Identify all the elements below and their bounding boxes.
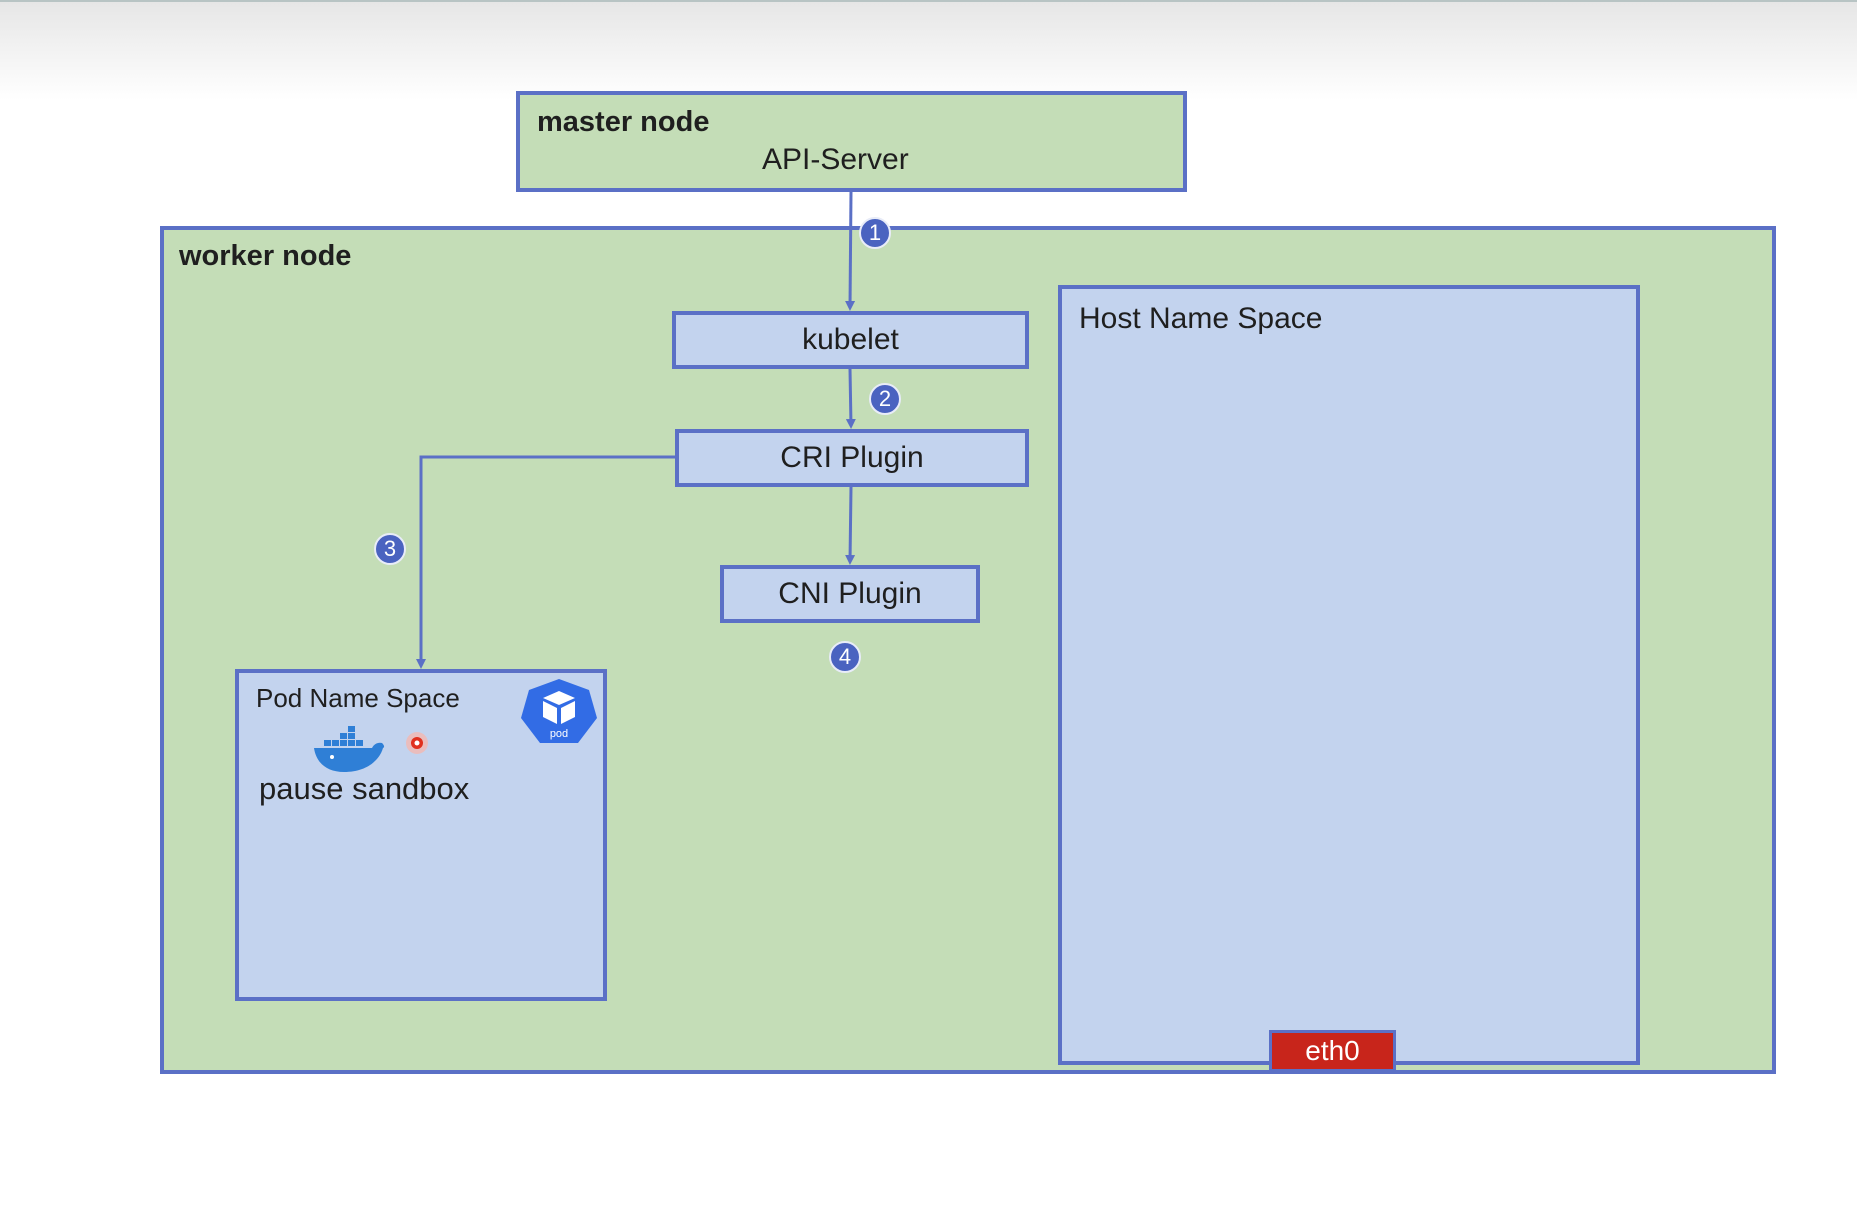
pause-sandbox-label: pause sandbox — [259, 771, 470, 806]
master-node-box — [516, 91, 1187, 192]
arrow-cri-to-cni — [845, 486, 856, 565]
kubelet-box: kubelet — [672, 311, 1029, 369]
step-badge-1: 1 — [859, 217, 891, 249]
arrow-kubelet-to-cri — [845, 368, 856, 429]
step-badge-2: 2 — [869, 383, 901, 415]
host-namespace-box — [1058, 285, 1640, 1065]
host-namespace-title: Host Name Space — [1079, 302, 1323, 335]
step-badge-4: 4 — [829, 641, 861, 673]
eth0-interface: eth0 — [1269, 1030, 1396, 1072]
docker-whale-icon — [314, 726, 385, 772]
worker-node-title: worker node — [179, 240, 352, 272]
kubernetes-pod-icon: pod — [520, 678, 598, 746]
top-shade — [0, 0, 1857, 100]
api-server-label: API-Server — [762, 143, 909, 176]
red-dot-icon — [406, 732, 428, 754]
arrow-cri-to-pod — [416, 455, 675, 669]
arrow-api-to-kubelet — [845, 191, 856, 311]
cri-plugin-box: CRI Plugin — [675, 429, 1029, 487]
pod-icon-text: pod — [549, 728, 569, 740]
pod-namespace-title: Pod Name Space — [256, 683, 460, 713]
step-badge-3: 3 — [374, 533, 406, 565]
cni-plugin-box: CNI Plugin — [720, 565, 980, 623]
master-node-title: master node — [537, 106, 710, 138]
